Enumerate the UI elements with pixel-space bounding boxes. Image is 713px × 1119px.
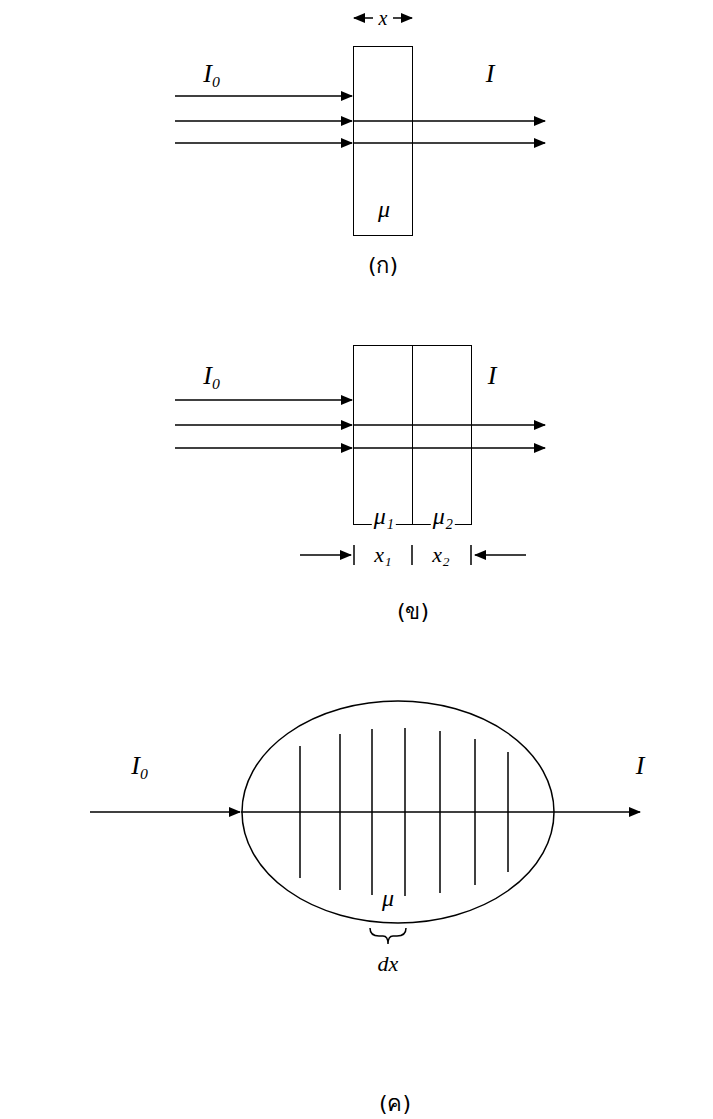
brace: [370, 928, 406, 944]
symbol-label: x₂: [430, 543, 451, 567]
ellipse-outline: [242, 701, 554, 923]
slice-line: [299, 746, 301, 878]
ray-arrow: [413, 142, 545, 144]
ray-arrow: [175, 95, 352, 97]
attenuation-coefficient: μ: [380, 885, 396, 911]
symbol-label: x: [377, 7, 390, 29]
slice-line: [371, 729, 373, 895]
ray-arrow: [472, 424, 545, 426]
dimension-arrow: [393, 17, 412, 19]
dimension-tick: [411, 545, 413, 565]
dimension-tick: [470, 545, 472, 565]
slice-line: [339, 734, 341, 890]
ray-line: [353, 142, 413, 144]
attenuation-coefficient: μ₁: [372, 503, 396, 529]
dimension-tick: [353, 545, 355, 565]
ellipse-body: μ: [241, 700, 555, 924]
ray-arrow: [175, 142, 352, 144]
symbol-label: dx: [376, 952, 401, 976]
ray-arrow: [413, 120, 545, 122]
ray-line: [353, 120, 413, 122]
slice-line: [404, 728, 406, 896]
dimension-arrow: [354, 17, 373, 19]
ray-arrow: [555, 811, 640, 813]
ray-arrow: [175, 447, 352, 449]
symbol-label: I₀: [201, 60, 223, 89]
slice-line: [474, 739, 476, 885]
symbol-label: x₁: [372, 543, 393, 567]
dimension-arrow: [475, 554, 526, 556]
ray-arrow: [472, 447, 545, 449]
attenuation-coefficient: μ: [376, 196, 392, 222]
ellipse-outline: [241, 700, 555, 924]
symbol-label: I₀: [201, 362, 223, 391]
dimension-arrow: [300, 554, 351, 556]
figure-caption: (ก): [366, 254, 400, 278]
figure-caption: (ค): [377, 1092, 413, 1116]
slab-box: μ₁: [353, 345, 413, 525]
figure-caption: (ข): [395, 600, 431, 624]
symbol-label: I₀: [129, 752, 151, 781]
ray-arrow: [175, 120, 352, 122]
ray-arrow: [175, 424, 352, 426]
symbol-label: I: [486, 362, 499, 391]
ray-arrow: [90, 811, 240, 813]
ray-arrow: [175, 399, 352, 401]
attenuation-coefficient: μ₂: [431, 503, 455, 529]
symbol-label: I: [634, 752, 647, 781]
slab-box: μ: [353, 46, 413, 236]
symbol-label: I: [484, 60, 497, 89]
slab-box: μ₂: [412, 345, 472, 525]
slice-line: [439, 731, 441, 893]
slice-line: [507, 752, 509, 872]
